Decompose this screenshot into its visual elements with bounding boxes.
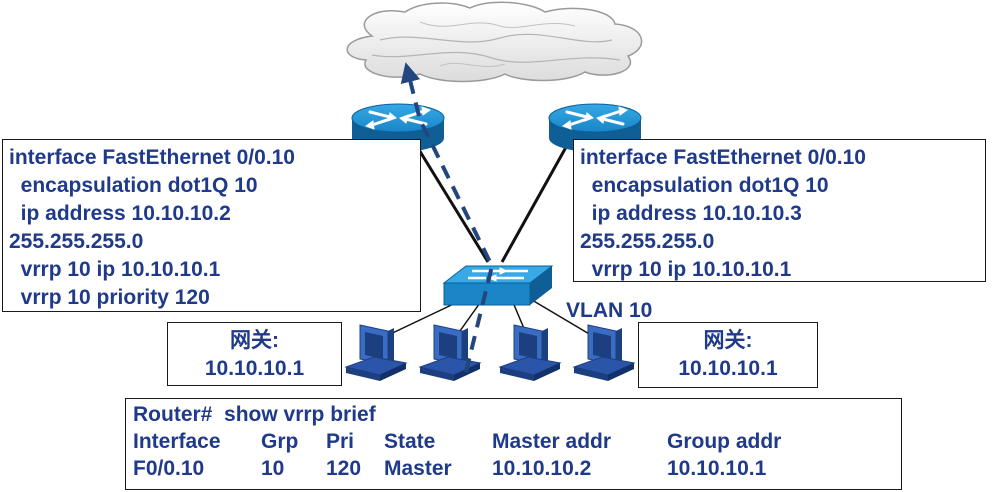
config-line: vrrp 10 ip 10.10.10.1 <box>9 258 221 281</box>
header-interface: Interface <box>133 430 221 453</box>
cell-group-addr: 10.10.10.1 <box>667 457 767 480</box>
link-switch-pc4 <box>531 299 597 339</box>
traffic-path-arrow <box>400 62 495 373</box>
cell-master-addr: 10.10.10.2 <box>492 457 592 480</box>
gateway-title: 网关: <box>703 329 753 352</box>
header-master-addr: Master addr <box>492 430 612 453</box>
link-router2-switch <box>500 139 572 263</box>
config-line: vrrp 10 priority 120 <box>9 286 210 309</box>
vrrp-brief-output: Router# show vrrp brief Interface Grp Pr… <box>125 398 902 490</box>
config-line: encapsulation dot1Q 10 <box>580 174 829 197</box>
config-line: ip address 10.10.10.2 <box>9 202 231 225</box>
gateway-box-right: 网关: 10.10.10.1 <box>638 322 818 388</box>
left-router-config: interface FastEthernet 0/0.10 encapsulat… <box>2 139 421 312</box>
vrrp-table-row: F0/0.10 10 120 Master 10.10.10.2 10.10.1… <box>133 455 781 482</box>
cell-grp: 10 <box>261 457 285 480</box>
gateway-ip: 10.10.10.1 <box>204 357 305 380</box>
cell-state: Master <box>384 457 452 480</box>
header-pri: Pri <box>326 430 355 453</box>
config-line: vrrp 10 ip 10.10.10.1 <box>580 258 792 281</box>
header-group-addr: Group addr <box>667 430 782 453</box>
pc-icon <box>418 324 482 381</box>
gateway-ip: 10.10.10.1 <box>678 357 778 380</box>
switch-icon <box>442 265 554 306</box>
config-line: interface FastEthernet 0/0.10 <box>9 146 295 169</box>
right-router-config: interface FastEthernet 0/0.10 encapsulat… <box>573 139 986 282</box>
config-line: ip address 10.10.10.3 <box>580 202 802 225</box>
vlan-label: VLAN 10 <box>566 299 653 322</box>
internet-cloud-icon <box>346 1 643 83</box>
link-switch-pc1 <box>381 299 463 339</box>
config-line: encapsulation dot1Q 10 <box>9 174 258 197</box>
pc-icon <box>344 324 408 381</box>
config-line: interface FastEthernet 0/0.10 <box>580 146 866 169</box>
link-router1-switch <box>411 139 490 263</box>
config-line: 255.255.255.0 <box>580 230 715 253</box>
pc-icon <box>572 324 636 381</box>
vrrp-table-header: Interface Grp Pri State Master addr Grou… <box>133 428 781 455</box>
cell-pri: 120 <box>326 457 362 480</box>
config-line: 255.255.255.0 <box>9 230 144 253</box>
gateway-title: 网关: <box>230 329 279 352</box>
gateway-box-left: 网关: 10.10.10.1 <box>167 322 342 386</box>
pc-icon <box>498 324 562 381</box>
cli-command: Router# show vrrp brief <box>133 403 376 426</box>
cell-interface: F0/0.10 <box>133 457 205 480</box>
header-grp: Grp <box>261 430 299 453</box>
vrrp-table: Interface Grp Pri State Master addr Grou… <box>133 428 781 482</box>
header-state: State <box>384 430 436 453</box>
